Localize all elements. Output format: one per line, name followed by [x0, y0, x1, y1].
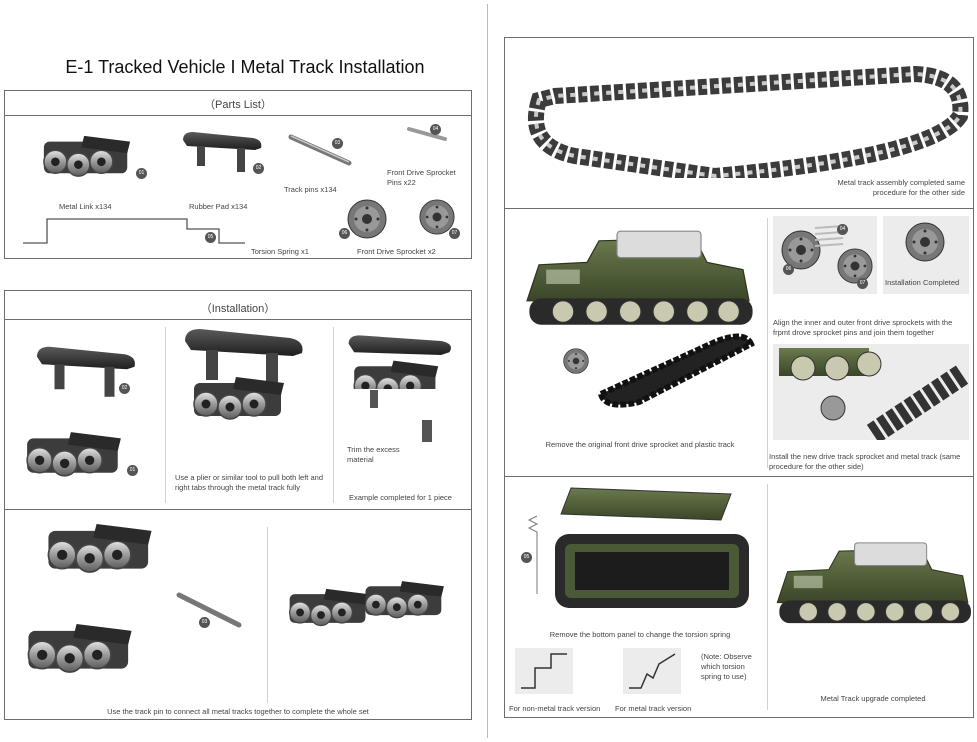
step1-link-illustration [26, 431, 122, 477]
upgrade-completed-caption: Metal Track upgrade completed [820, 694, 926, 703]
front-drive-sprocket-label: Front Drive Sprocket x2 [357, 247, 436, 256]
sprocket-number-04: 04 [837, 224, 848, 235]
step2-caption: Use a plier or similar tool to pull both… [175, 473, 323, 493]
drive-sprocket-inner-icon [347, 199, 387, 239]
vehicle-with-plastic-track-illustration [526, 230, 754, 326]
upgraded-vehicle-illustration [776, 542, 972, 624]
part-number-05: 05 [205, 232, 216, 243]
step1-pad-illustration [37, 346, 135, 397]
rubber-pad-icon [183, 132, 262, 172]
track-pins-label: Track pins x134 [284, 185, 337, 194]
bottom-panel-illustration [555, 487, 749, 608]
step4-number-03: 03 [199, 617, 210, 628]
parts-list-heading: （Parts List） [204, 99, 272, 111]
part-number-01: 01 [136, 168, 147, 179]
installation-completed-label: Installation Completed [885, 278, 960, 287]
torsion-spring-label: Torsion Spring x1 [251, 247, 309, 256]
installation-heading: （Installation） [200, 303, 276, 315]
align-sprockets-caption: Align the inner and outer front drive sp… [773, 318, 953, 338]
non-metal-spring-photo [515, 648, 573, 694]
part-number-03: 03 [332, 138, 343, 149]
plastic-sprocket-icon [563, 348, 589, 374]
step1-number-01: 01 [127, 465, 138, 476]
track-pin-icon [288, 134, 352, 166]
completed-sprocket-icon [905, 222, 945, 262]
sprocket-alignment-photo [773, 216, 877, 294]
installation-completed-photo: Installation Completed [883, 216, 969, 294]
sprocket-pin-icon [407, 127, 447, 141]
metal-link-icon [43, 135, 131, 177]
metal-link-label: Metal Link x134 [59, 202, 112, 211]
step4-track-pin-illustration [176, 592, 242, 628]
plastic-track-illustration [597, 333, 755, 408]
metal-track-loop-illustration [527, 65, 969, 178]
new-track-install-photo [773, 344, 969, 440]
non-metal-track-label: For non-metal track version [509, 704, 601, 713]
rubber-pad-label: Rubber Pad x134 [189, 202, 248, 211]
sprocket-number-06: 06 [783, 264, 794, 275]
metal-track-label: For metal track version [615, 704, 692, 713]
sprocket-number-07: 07 [857, 278, 868, 289]
part-number-02: 02 [253, 163, 264, 174]
part-number-06: 06 [339, 228, 350, 239]
step3-assembly-illustration [348, 335, 451, 389]
parts-list-section: （Parts List） 01 Metal Link x134 02 Rubbe… [4, 90, 472, 259]
step4-caption: Use the track pin to connect all metal t… [107, 707, 369, 716]
step1-number-02: 02 [119, 383, 130, 394]
step2-assembly-illustration [185, 329, 303, 420]
torsion-spring-icon [23, 218, 245, 244]
part-number-04: 04 [430, 124, 441, 135]
installation-section: （Installation） 02 01 Use a plier or simi… [4, 290, 472, 720]
step4-connected-illustration [288, 580, 445, 627]
new-track-caption: Install the new drive track sprocket and… [769, 452, 961, 472]
trimmed-tab-icon [370, 390, 378, 408]
torsion-spring-note: (Note: Observe which torsion spring to u… [701, 652, 752, 682]
track-assembly-caption: Metal track assembly completed same proc… [837, 178, 965, 198]
step3-note: Example completed for 1 piece [349, 493, 452, 502]
new-track-detail-illustration [779, 348, 969, 440]
part-number-07: 07 [449, 228, 460, 239]
page-title: E-1 Tracked Vehicle I Metal Track Instal… [65, 57, 425, 77]
step4-link-top-illustration [47, 523, 153, 573]
remove-original-caption: Remove the original front drive sprocket… [545, 440, 735, 449]
metal-spring-photo [623, 648, 681, 694]
torsion-spring-outline-icon [527, 515, 539, 594]
sprocket-pins-label: Front Drive Sprocket Pins x22 [387, 168, 456, 188]
step4-link-bottom-illustration [27, 623, 133, 673]
spring-number-05: 05 [521, 552, 532, 563]
bottom-panel-caption: Remove the bottom panel to change the to… [549, 630, 731, 639]
step3-caption: Trim the excess material [347, 445, 400, 465]
right-panel: Metal track assembly completed same proc… [504, 37, 974, 718]
outer-sprocket-icon [837, 248, 873, 284]
trimmed-tab-icon [422, 420, 432, 442]
